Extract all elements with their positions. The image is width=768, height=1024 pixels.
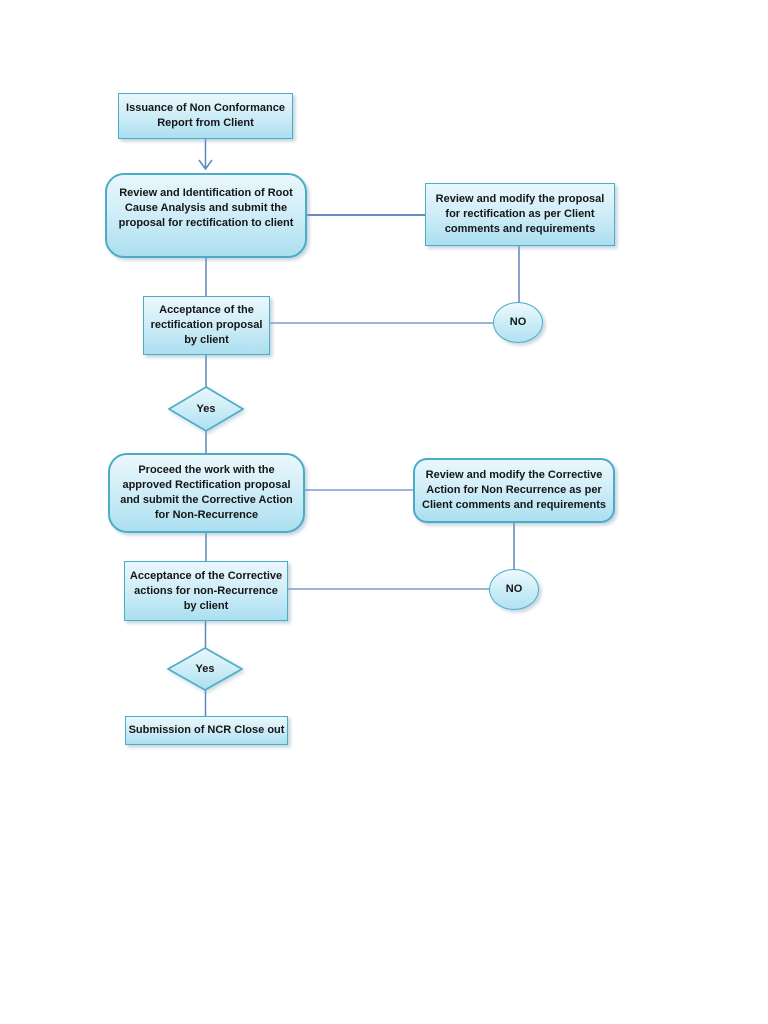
node-label-line: Client comments and requirements — [422, 499, 606, 511]
node-label-line: Acceptance of the Corrective — [129, 569, 283, 582]
node-label-line: approved Rectification proposal — [122, 479, 291, 491]
node-label-line: Submission of NCR Close out — [128, 724, 285, 736]
node-label-line: NO — [505, 583, 523, 595]
node-label-line: Issuance of Non Conformance — [126, 102, 285, 114]
node-label-line: Yes — [195, 663, 215, 675]
node-no-decision-2: NO — [489, 569, 539, 610]
node-review-root-cause: Review and Identification of Root Cause … — [105, 173, 307, 258]
node-label-line: Review and modify the Corrective — [425, 469, 603, 481]
node-no-decision-1: NO — [493, 302, 543, 343]
node-label-line: for rectification as per Client — [445, 208, 595, 220]
node-label-line: Report from Client — [157, 117, 254, 129]
node-label-line: actions for non-Recurrence — [134, 584, 278, 597]
node-label-line: Review and Identification of Root — [119, 187, 293, 199]
node-review-modify-proposal: Review and modify the proposal for recti… — [425, 183, 615, 246]
node-label-line: and submit the Corrective Action — [120, 494, 293, 506]
node-yes-decision-2: Yes — [167, 647, 243, 691]
node-label-line: comments and requirements — [444, 223, 596, 235]
diamond-shape-icon — [167, 647, 243, 691]
node-label-line: Yes — [196, 403, 216, 415]
node-label-line: Cause Analysis and submit the — [124, 202, 288, 214]
node-label-line: Review and modify the proposal — [435, 193, 605, 205]
node-label-line: by client — [183, 599, 229, 612]
node-label-line: proposal for rectification to client — [118, 217, 294, 229]
node-submission-ncr-closeout: Submission of NCR Close out — [125, 716, 288, 745]
node-label-line: Acceptance of the — [159, 304, 254, 316]
node-label-line: by client — [184, 334, 229, 346]
node-label-line: rectification proposal — [150, 319, 263, 331]
node-acceptance-rectification: Acceptance of the rectification proposal… — [143, 296, 270, 355]
node-label-line: for Non-Recurrence — [154, 509, 259, 521]
node-label-line: Action for Non Recurrence as per — [426, 484, 602, 496]
node-label-line: NO — [509, 316, 527, 328]
node-label-line: Proceed the work with the — [138, 464, 275, 476]
node-acceptance-corrective: Acceptance of the Corrective actions for… — [124, 561, 288, 621]
node-issuance-ncr: Issuance of Non Conformance Report from … — [118, 93, 293, 139]
node-proceed-work: Proceed the work with the approved Recti… — [108, 453, 305, 533]
node-review-modify-corrective: Review and modify the Corrective Action … — [413, 458, 615, 523]
node-yes-decision-1: Yes — [168, 386, 244, 432]
diamond-shape-icon — [168, 386, 244, 432]
arrowhead-down-icon — [198, 159, 213, 171]
